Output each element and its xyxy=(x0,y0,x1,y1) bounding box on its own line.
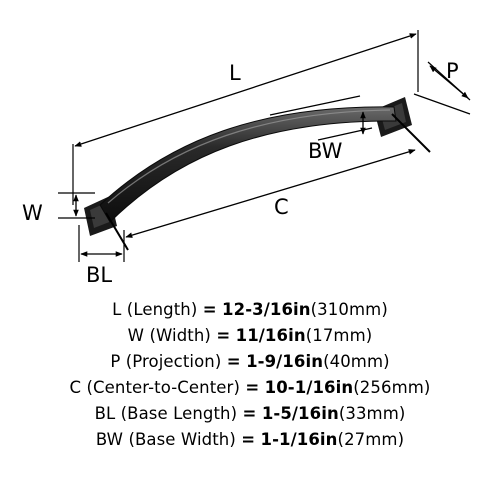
right-screw xyxy=(391,113,431,153)
cabinet-pull-handle xyxy=(84,97,431,251)
spec-row-base-width: BW (Base Width) = 1-1/16in(27mm) xyxy=(95,430,405,449)
spec-row-base-length: BL (Base Length) = 1-5/16in(33mm) xyxy=(94,404,406,423)
projection-dimension: P xyxy=(413,59,471,115)
center-to-center-dimension: C xyxy=(125,149,416,238)
spec-row-projection: P (Projection) = 1-9/16in(40mm) xyxy=(110,352,390,371)
handle-bar xyxy=(99,106,397,223)
width-dimension: W xyxy=(22,192,95,225)
handle-dimension-diagram: L W P BW C BL xyxy=(22,30,471,287)
spec-row-length: L (Length) = 12-3/16in(310mm) xyxy=(112,300,388,319)
dim-label-P: P xyxy=(446,59,459,83)
dim-label-L: L xyxy=(229,61,241,85)
left-screw xyxy=(105,212,129,251)
dimension-spec-list: L (Length) = 12-3/16in(310mm) W (Width) … xyxy=(0,297,500,453)
length-dimension: L xyxy=(72,30,419,205)
base-length-dimension: BL xyxy=(78,225,125,287)
dim-label-W: W xyxy=(22,201,43,225)
dim-label-BW: BW xyxy=(308,139,343,163)
dim-label-C: C xyxy=(274,195,289,219)
dim-label-BL: BL xyxy=(86,263,112,287)
spec-row-center-to-center: C (Center-to-Center) = 10-1/16in(256mm) xyxy=(69,378,431,397)
spec-row-width: W (Width) = 11/16in(17mm) xyxy=(127,326,373,345)
